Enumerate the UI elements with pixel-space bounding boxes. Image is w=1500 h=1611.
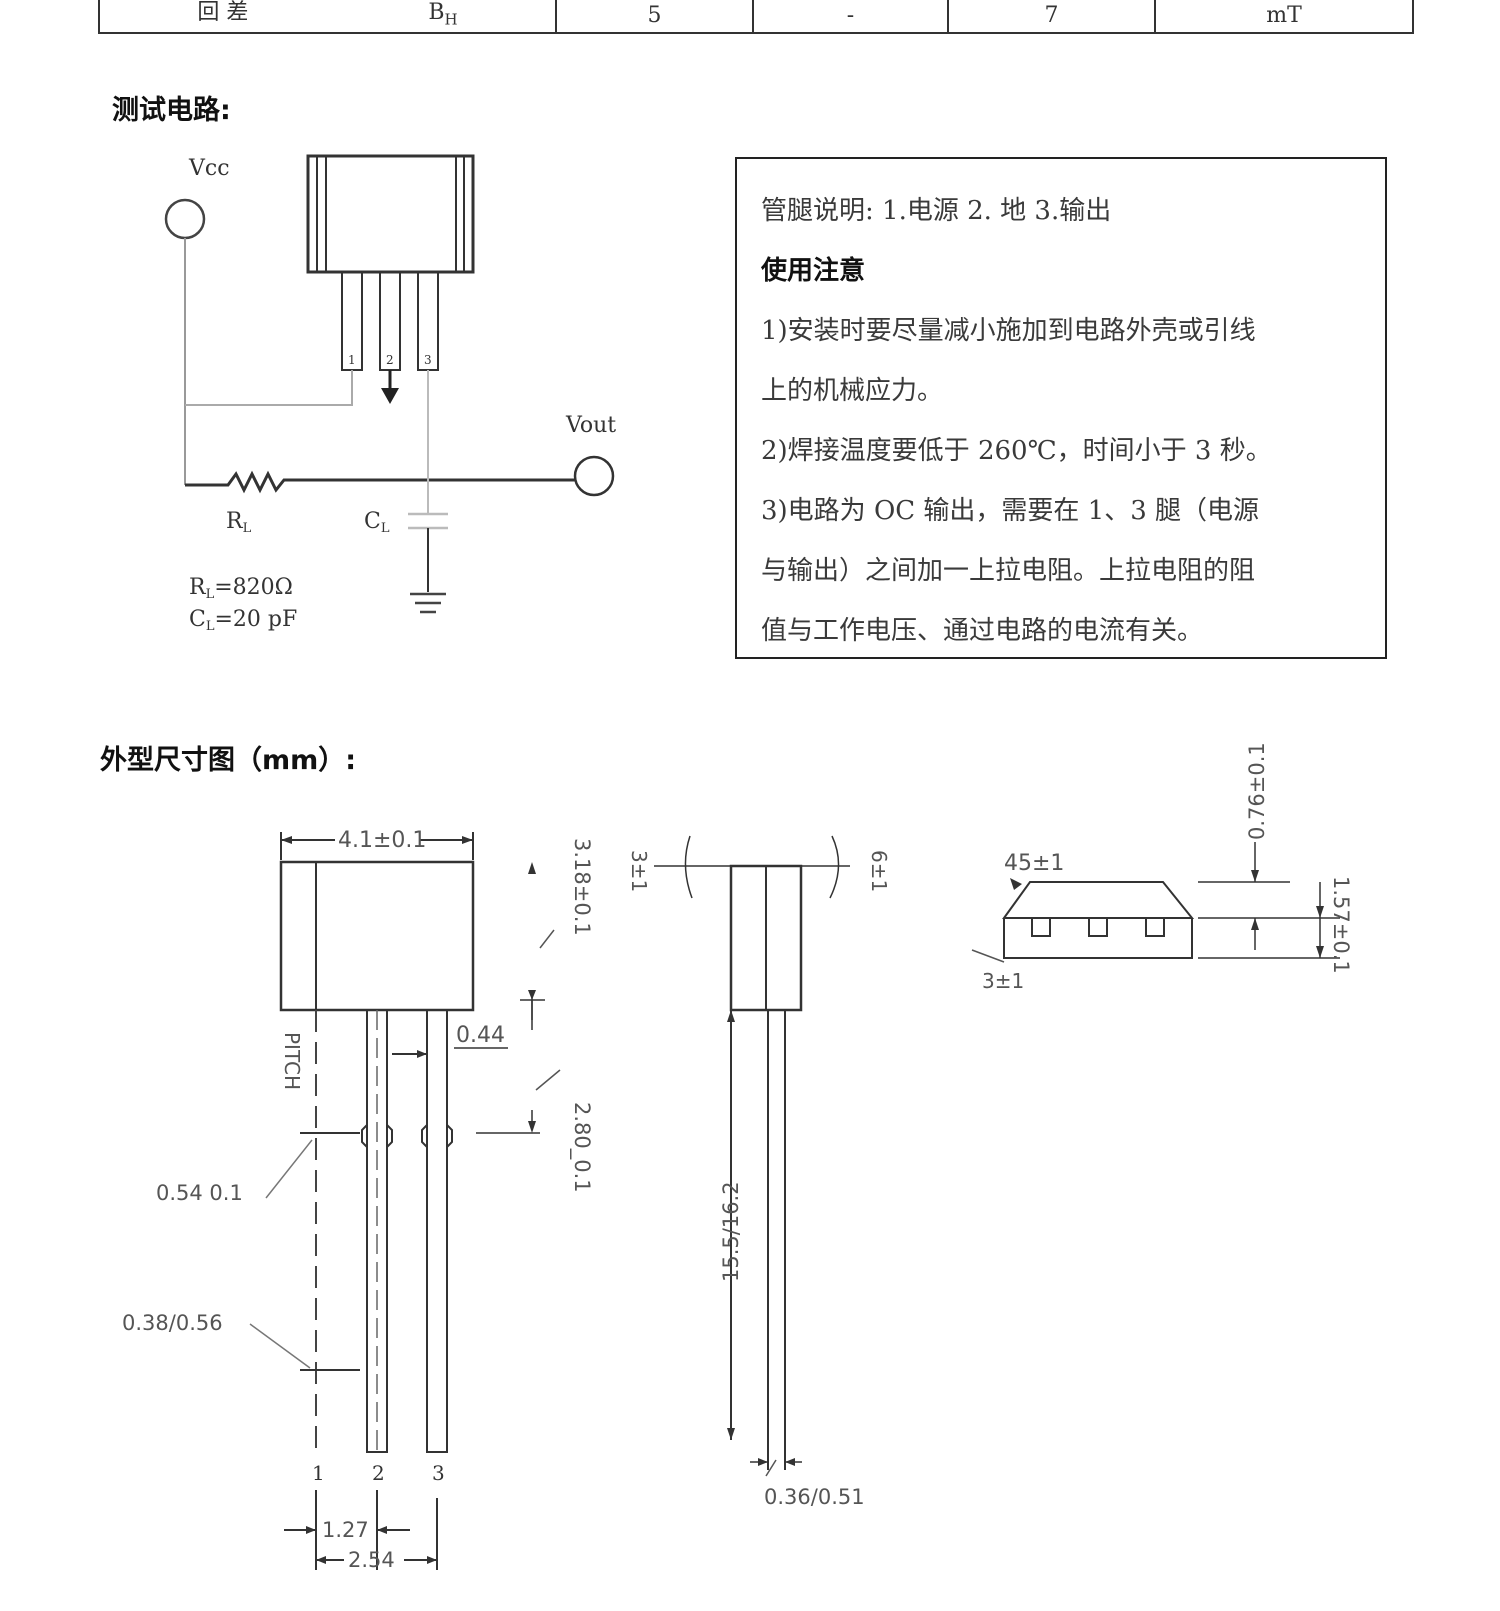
chamfer-angle-label: 45±1 [1004, 851, 1064, 876]
vout-terminal-icon [573, 455, 615, 497]
front-view: 4.1±0.1 PITCH 0.44 0.54 0.1 0.38/0.56 1 … [122, 828, 508, 1572]
pin-2-number: 2 [386, 353, 394, 367]
pitch-marker-label: PITCH [280, 1032, 304, 1090]
test-circuit-title: 测试电路: [112, 95, 231, 126]
rl-value: RL=820Ω [189, 575, 293, 602]
load-resistor-symbol [185, 470, 576, 494]
pin-3-number: 3 [424, 353, 432, 367]
pin-description: 管腿说明: 1.电源 2. 地 3.输出 [761, 196, 1112, 226]
usage-note-2: 2)焊接温度要低于 260℃，时间小于 3 秒。 [761, 436, 1272, 466]
width-dimension-label: 4.1±0.1 [338, 828, 426, 853]
lead-width-label: 0.44 [456, 1023, 505, 1048]
table-cell-max: 7 [947, 0, 1156, 34]
lead-thickness-label: 0.36/0.51 [764, 1485, 865, 1509]
body-height-label: 3.18±0.1 [570, 838, 594, 936]
pin-number-1: 1 [312, 1461, 325, 1485]
lead-3-front [426, 1009, 448, 1453]
rl-label: RL [226, 509, 252, 536]
lead-shoulder-label: 0.54 0.1 [156, 1181, 243, 1205]
top-view: 45±1 3±1 0.76±0.1 1.57±0.1 [971, 742, 1353, 993]
cl-value: CL=20 pF [189, 607, 297, 634]
lead-length-label: 15.5/16.2 [719, 1181, 743, 1282]
pin-length-label: 2.80_0.1 [569, 1102, 594, 1193]
vcc-terminal-icon [164, 198, 206, 240]
package-dimension-drawing: 4.1±0.1 PITCH 0.44 0.54 0.1 0.38/0.56 1 … [122, 742, 1353, 1572]
table-cell-typ: - [752, 0, 949, 34]
span-dimension-label: 2.54 [348, 1548, 395, 1572]
pitch-dimension-label: 1.27 [322, 1518, 369, 1542]
side-view: 3±1 6±1 15.5/16.2 0.36/0.51 [627, 835, 891, 1509]
side-thickness-label: 1.57±0.1 [1329, 876, 1353, 974]
height-dimensions: 3.18±0.1 2.80_0.1 [476, 838, 594, 1193]
dimensions-title: 外型尺寸图（mm）: [100, 745, 357, 776]
vout-label: Vout [565, 413, 616, 438]
package-body-front [279, 860, 475, 1012]
ground-arrow-icon [381, 388, 399, 404]
usage-title: 使用注意 [761, 256, 866, 286]
table-cell-min: 5 [555, 0, 754, 34]
usage-note-3: 3)电路为 OC 输出，需要在 1、3 腿（电源 与输出）之间加一上拉电阻。上拉… [761, 496, 1260, 646]
lead-thickness-front-label: 0.38/0.56 [122, 1311, 223, 1335]
cl-label: CL [364, 509, 390, 536]
pin-number-2: 2 [372, 1461, 385, 1485]
table-cell-unit: mT [1154, 0, 1414, 34]
usage-note-1: 1)安装时要尽量减小施加到电路外壳或引线 上的机械应力。 [761, 316, 1256, 406]
top-thickness-label: 0.76±0.1 [1245, 742, 1269, 840]
vcc-label: Vcc [188, 156, 230, 181]
angle-left-label: 3±1 [627, 850, 651, 892]
pin-number-3: 3 [432, 1461, 445, 1485]
pin-1-number: 1 [348, 353, 356, 367]
test-circuit-diagram: 1 2 3 Vcc RL Vout CL RL=820Ω CL=20 pF [164, 154, 616, 634]
package-body [306, 154, 475, 274]
usage-notes-box: 管腿说明: 1.电源 2. 地 3.输出 使用注意 1)安装时要尽量减小施加到电… [735, 157, 1387, 659]
angle-right-label: 6±1 [867, 850, 891, 892]
bottom-angle-label: 3±1 [982, 969, 1024, 993]
